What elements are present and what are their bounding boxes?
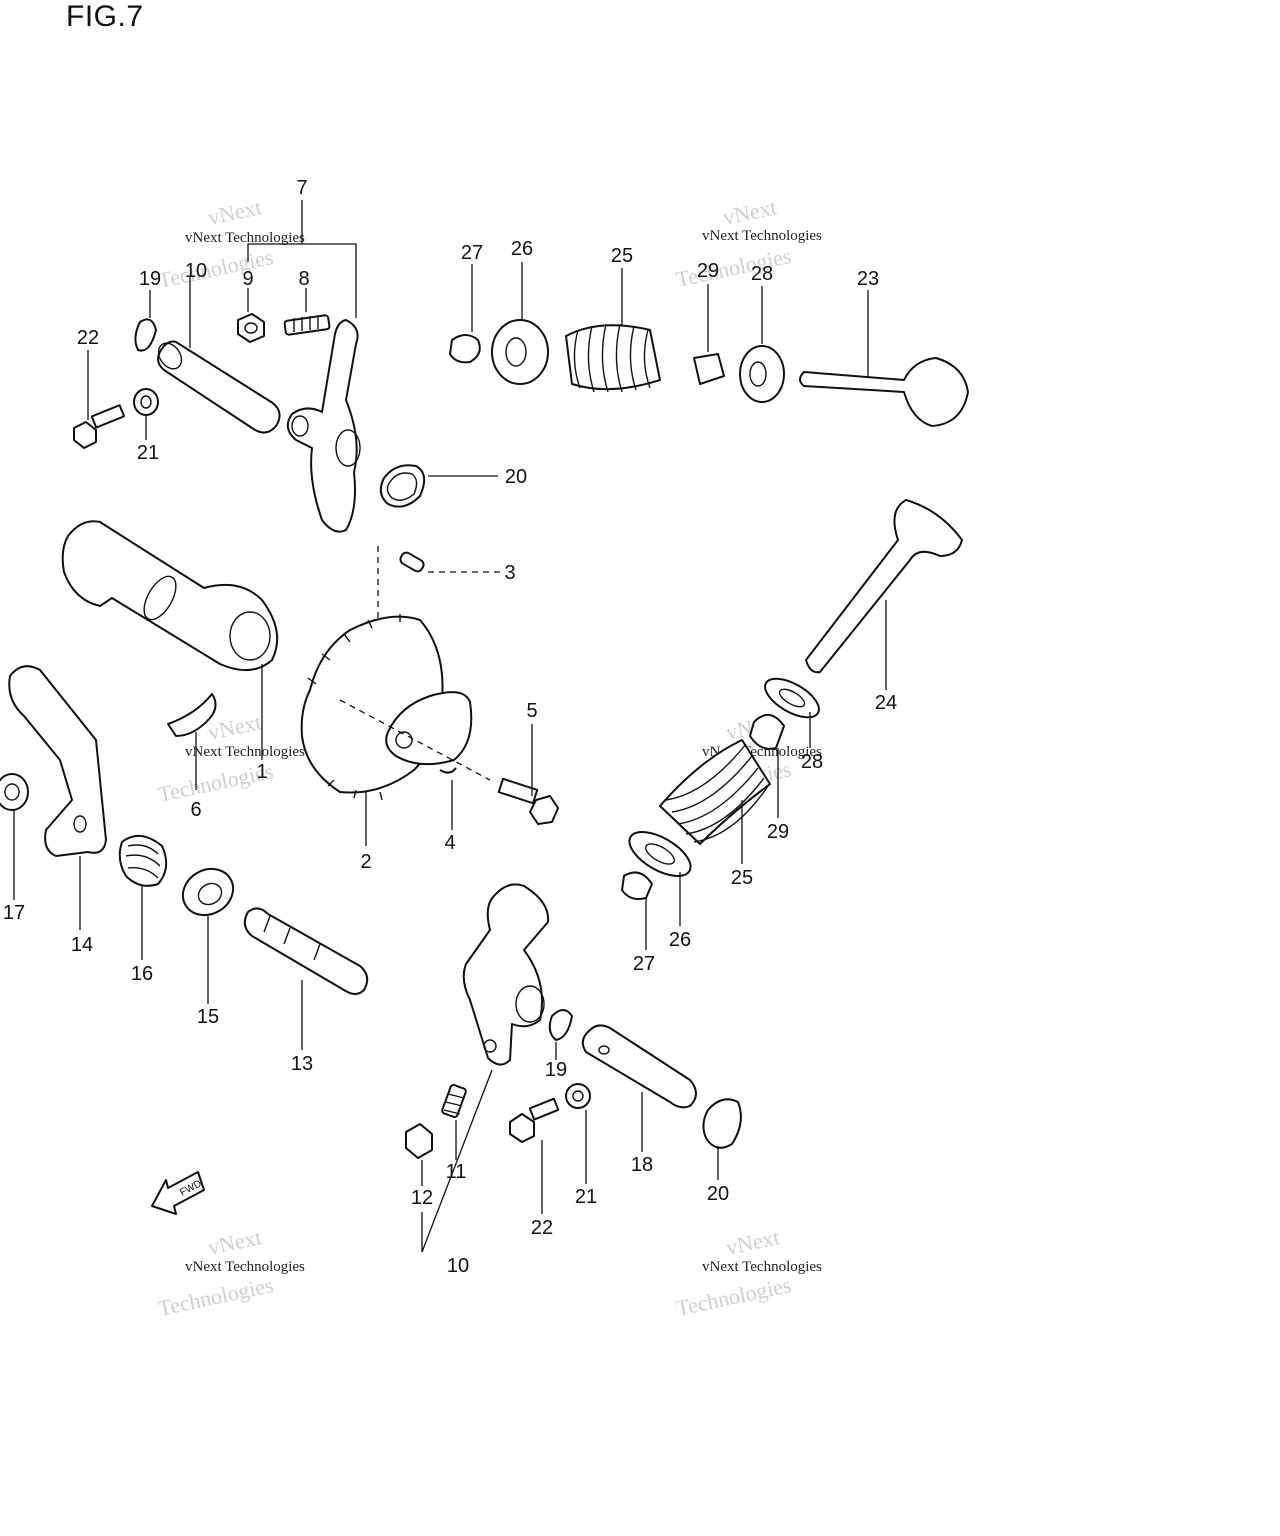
callout-10: 10 xyxy=(447,1255,469,1277)
bolt-22-top xyxy=(73,350,126,449)
watermark-text: vNext Technologies xyxy=(702,228,822,244)
seat-28-top xyxy=(739,286,785,403)
callout-21: 21 xyxy=(575,1186,597,1208)
o-ring-19-bottom xyxy=(548,1009,573,1060)
nut-17 xyxy=(0,773,29,900)
rocker-shaft-18 xyxy=(581,1024,697,1152)
callout-21: 21 xyxy=(137,442,159,464)
cotter-27-mid xyxy=(621,871,653,950)
watermark-tech: Technologies xyxy=(674,1272,794,1321)
clip-6 xyxy=(167,693,217,790)
gasket-20-bottom xyxy=(702,1098,742,1180)
washer-21-top xyxy=(133,388,159,440)
adjust-screw-8 xyxy=(283,314,331,336)
adjust-screw-11 xyxy=(441,1084,467,1160)
seat-28-mid xyxy=(764,677,820,748)
callout-2: 2 xyxy=(360,851,371,873)
callout-25: 25 xyxy=(611,245,633,267)
washer-21-bottom xyxy=(565,1083,591,1184)
callout-22: 22 xyxy=(77,327,99,349)
watermark-text: vNext Technologies xyxy=(185,230,305,246)
callout-22: 22 xyxy=(531,1217,553,1239)
callout-6: 6 xyxy=(190,799,201,821)
bolt-22-bottom xyxy=(509,1097,560,1214)
watermark-bottom-right: vNext vNext Technologies Technologies xyxy=(674,1224,822,1321)
callout-23: 23 xyxy=(857,268,879,290)
gasket-20-top xyxy=(379,464,498,508)
watermark-bottom-left: vNext vNext Technologies Technologies xyxy=(156,1224,305,1321)
watermark-tech: Technologies xyxy=(156,1272,276,1321)
callout-18: 18 xyxy=(631,1154,653,1176)
rocker-arm-7 xyxy=(286,319,361,533)
watermark-brand: vNext xyxy=(721,194,779,230)
rocker-shaft-10-top xyxy=(157,276,281,434)
watermark-brand: vNext xyxy=(724,1224,782,1260)
callout-15: 15 xyxy=(197,1006,219,1028)
fwd-arrow-icon: FWD xyxy=(151,1171,205,1215)
callout-20: 20 xyxy=(505,466,527,488)
figure-title: FIG.7 xyxy=(66,0,144,33)
pin-3 xyxy=(377,546,500,700)
callout-10: 10 xyxy=(185,260,207,282)
o-ring-19-top xyxy=(134,290,157,352)
cotter-27-top xyxy=(449,264,481,364)
shaft-13 xyxy=(243,907,369,1050)
callout-20: 20 xyxy=(707,1183,729,1205)
watermark-brand: vNext xyxy=(206,194,264,230)
nut-12 xyxy=(405,1123,433,1186)
bolt-5 xyxy=(497,724,559,825)
valve-23 xyxy=(799,290,969,427)
callout-27: 27 xyxy=(633,953,655,975)
plate-4 xyxy=(339,691,491,830)
callout-28: 28 xyxy=(751,263,773,285)
watermark-text: vNext Technologies xyxy=(185,1259,305,1275)
retainer-26-top xyxy=(491,262,549,385)
watermark-brand: vNext xyxy=(206,709,264,745)
watermark-text: vNext Technologies xyxy=(185,744,305,760)
callout-13: 13 xyxy=(291,1053,313,1075)
valve-24 xyxy=(805,499,963,690)
callout-9: 9 xyxy=(242,268,253,290)
seal-29-mid xyxy=(749,714,785,818)
callout-8: 8 xyxy=(298,268,309,290)
watermark-tech: Technologies xyxy=(674,243,794,292)
callout-26: 26 xyxy=(669,929,691,951)
callout-27: 27 xyxy=(461,242,483,264)
callout-19: 19 xyxy=(545,1059,567,1081)
callout-17: 17 xyxy=(3,902,25,924)
bracket-10-bottom xyxy=(421,1069,493,1253)
callout-4: 4 xyxy=(444,832,455,854)
callout-3: 3 xyxy=(504,562,515,584)
callout-labels: 7 19 10 9 8 22 21 20 27 26 25 29 28 23 3… xyxy=(3,177,897,1277)
callout-12: 12 xyxy=(411,1187,433,1209)
watermark-text: vNext Technologies xyxy=(702,1259,822,1275)
callout-19: 19 xyxy=(139,268,161,290)
retainer-26-mid xyxy=(628,831,692,926)
spring-25-mid xyxy=(659,739,771,864)
callout-29: 29 xyxy=(767,821,789,843)
spring-16 xyxy=(118,835,168,960)
callout-25: 25 xyxy=(731,867,753,889)
rocker-arm-10-bottom xyxy=(462,883,550,1066)
nut-9 xyxy=(237,313,265,343)
callout-14: 14 xyxy=(71,934,93,956)
camshaft-1 xyxy=(61,520,279,760)
callout-16: 16 xyxy=(131,963,153,985)
callout-29: 29 xyxy=(697,260,719,282)
watermark-tech: Technologies xyxy=(156,244,276,293)
callout-1: 1 xyxy=(256,761,267,783)
callout-24: 24 xyxy=(875,692,897,714)
callout-28: 28 xyxy=(801,751,823,773)
callout-11: 11 xyxy=(446,1161,467,1183)
callout-7: 7 xyxy=(296,177,307,199)
spring-25-top xyxy=(565,268,661,393)
bearing-15 xyxy=(181,867,235,1004)
lever-14 xyxy=(8,665,107,930)
callout-26: 26 xyxy=(511,238,533,260)
seal-29-top xyxy=(693,284,725,385)
callout-5: 5 xyxy=(526,700,537,722)
watermark-brand: vNext xyxy=(206,1224,264,1260)
